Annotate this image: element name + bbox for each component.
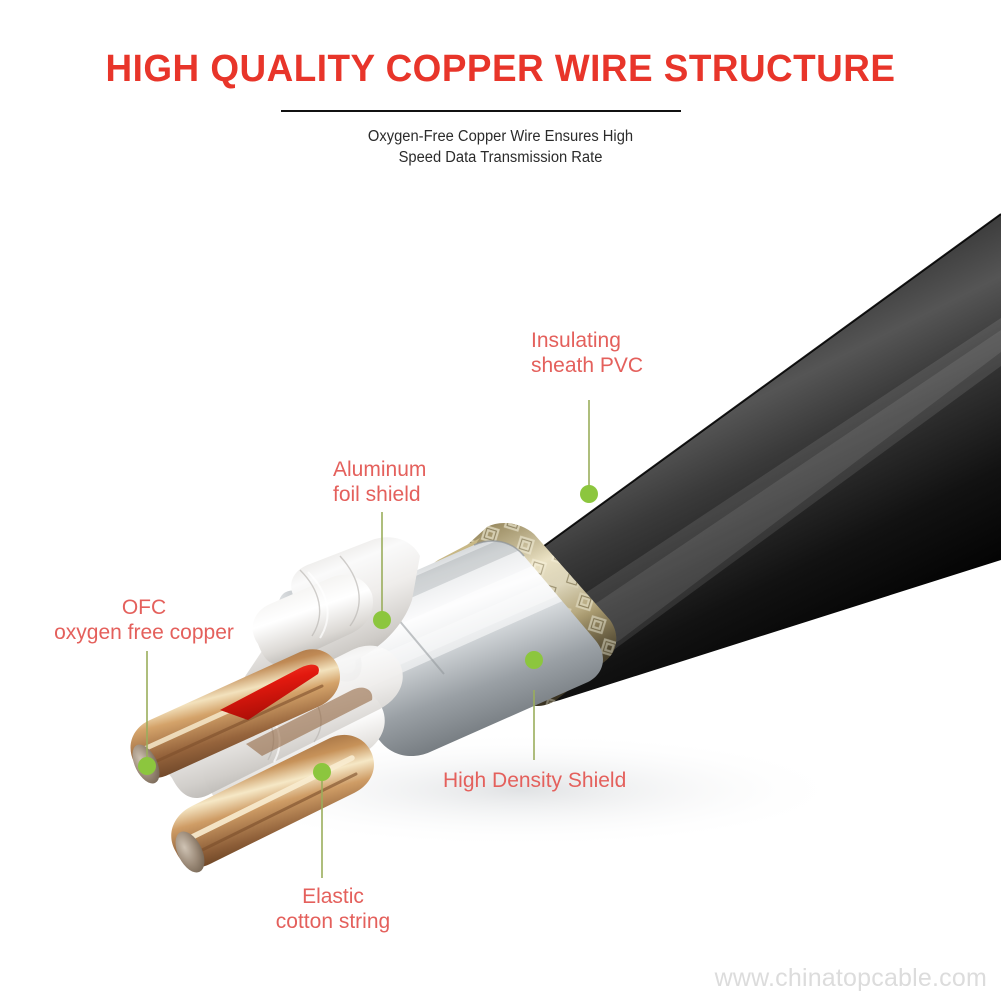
watermark: www.chinatopcable.com — [714, 964, 987, 992]
marker-insulating-sheath-pvc — [580, 485, 598, 503]
callout-line-1: Aluminum — [333, 458, 427, 481]
subtitle-line-1: Oxygen-Free Copper Wire Ensures High — [367, 128, 634, 145]
marker-high-density-shield — [525, 651, 543, 669]
callout-label-insulating-sheath-pvc: Insulating sheath PVC — [531, 328, 643, 378]
lower-conductor-cut-face — [175, 831, 205, 873]
callout-line-1: Elastic — [302, 885, 364, 908]
red-conductor-stripe — [220, 664, 319, 720]
title-divider — [281, 110, 681, 112]
callout-line-1: OFC — [121, 596, 167, 619]
page-title: HIGH QUALITY COPPER WIRE STRUCTURE — [105, 48, 896, 90]
subtitle: Oxygen-Free Copper Wire Ensures High Spe… — [25, 126, 976, 168]
callout-label-aluminum-foil-shield: Aluminum foil shield — [333, 457, 426, 507]
callout-line-1: High Density Shield — [443, 769, 627, 792]
callout-line-1: Insulating — [531, 329, 621, 352]
marker-ofc-oxygen-free-copper — [138, 757, 156, 775]
callout-label-high-density-shield: High Density Shield — [443, 768, 626, 793]
callout-line-2: oxygen free copper — [54, 621, 234, 644]
callout-line-2: sheath PVC — [531, 354, 644, 377]
subtitle-line-2: Speed Data Transmission Rate — [398, 149, 603, 166]
marker-aluminum-foil-shield — [373, 611, 391, 629]
callout-line-2: cotton string — [275, 910, 391, 933]
callout-line-2: foil shield — [333, 483, 421, 506]
marker-elastic-cotton-string — [313, 763, 331, 781]
callout-label-elastic-cotton-string: Elastic cotton string — [253, 884, 413, 934]
callout-markers — [138, 485, 598, 781]
callout-label-ofc-oxygen-free-copper: OFC oxygen free copper — [36, 595, 252, 645]
callout-leaders — [146, 400, 590, 878]
header: HIGH QUALITY COPPER WIRE STRUCTURE Oxyge… — [0, 0, 1001, 190]
